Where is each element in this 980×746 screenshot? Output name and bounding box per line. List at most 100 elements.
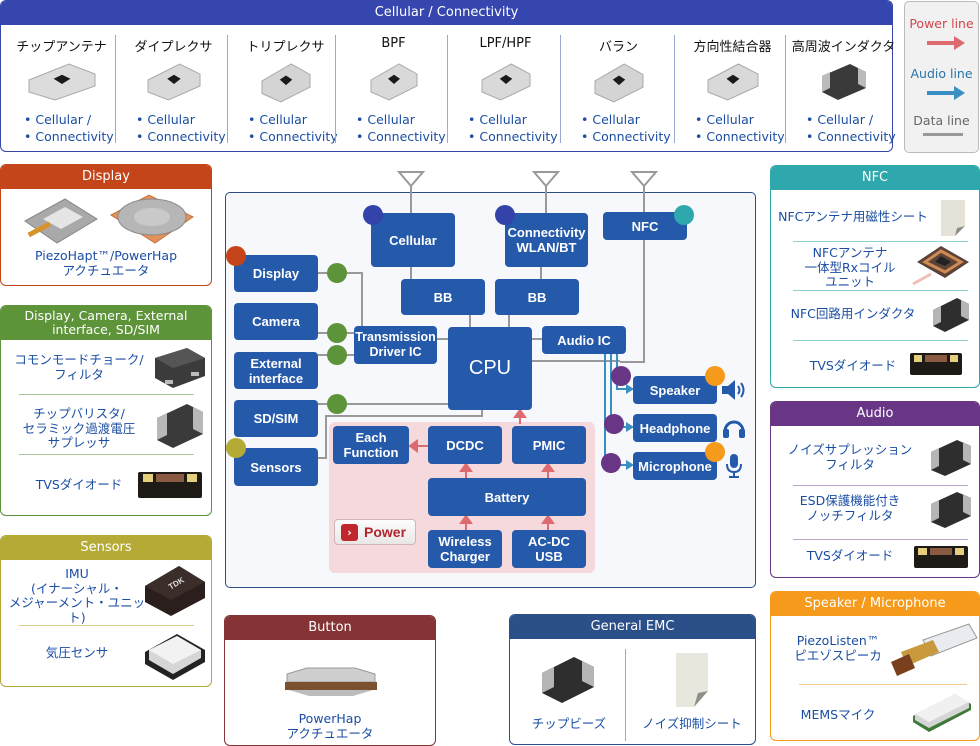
display-item-line1: PiezoHapt™/PowerHap xyxy=(34,248,178,263)
mems-microphone-image xyxy=(913,694,971,732)
audio-panel: Audio ノイズサプレッション フィルタ ESD保護機能付き ノッチフィルタ … xyxy=(770,401,980,578)
nfc-tvs-diode-link[interactable]: TVSダイオード xyxy=(809,358,897,373)
connectivity-link[interactable]: Connectivity xyxy=(136,129,225,144)
chevron-right-icon: › xyxy=(341,523,358,541)
separator xyxy=(799,684,967,685)
cpu-block[interactable]: CPU xyxy=(448,327,532,410)
cellular-link[interactable]: Cellular / xyxy=(24,112,91,127)
connectivity-link[interactable]: Connectivity xyxy=(468,129,557,144)
interface-panel: Display, Camera, External interface, SD/… xyxy=(0,305,212,516)
piezolisten-speaker-link[interactable]: PiezoListen™ ピエゾスピーカ xyxy=(775,633,901,663)
pmic-block[interactable]: PMIC xyxy=(512,426,586,464)
speaker-icon xyxy=(722,380,745,400)
nfc-magnetic-sheet-link[interactable]: NFCアンテナ用磁性シート xyxy=(778,209,928,224)
nfc-rx-coil-link[interactable]: NFCアンテナ 一体型Rxコイル ユニット xyxy=(785,245,915,290)
nfc-marker xyxy=(674,205,694,225)
esd-notch-filter-link[interactable]: ESD保護機能付き ノッチフィルタ xyxy=(775,493,925,523)
text-line: ESD保護機能付き xyxy=(799,493,901,508)
camera-block[interactable]: Camera xyxy=(234,303,318,340)
cellular-link[interactable]: Cellular / xyxy=(806,112,873,127)
block-label: Driver IC xyxy=(369,345,422,359)
common-mode-choke-link[interactable]: コモンモードチョーク/ フィルタ xyxy=(5,352,153,382)
connectivity-link[interactable]: Connectivity xyxy=(806,129,895,144)
nfc-block[interactable]: NFC xyxy=(603,212,687,240)
audio-ic-block[interactable]: Audio IC xyxy=(542,326,626,354)
block-label: AC-DC xyxy=(528,534,570,549)
chip-beads-link[interactable]: チップビーズ xyxy=(531,716,607,731)
text-line: IMU xyxy=(65,566,89,581)
cellular-link[interactable]: Cellular xyxy=(248,112,307,127)
wireless-charger-block[interactable]: Wireless Charger xyxy=(428,530,502,568)
dcdc-block[interactable]: DCDC xyxy=(428,426,502,464)
chip-varistor-link[interactable]: チップバリスタ/ セラミック過渡電圧 サプレッサ xyxy=(5,406,153,451)
connectivity-block[interactable]: Connectivity WLAN/BT xyxy=(505,213,588,267)
legend-power-label: Power line xyxy=(909,16,974,31)
cellular-block[interactable]: Cellular xyxy=(371,213,455,267)
separator xyxy=(793,340,968,341)
power-button[interactable]: › Power xyxy=(334,519,416,545)
column-separator xyxy=(227,35,228,143)
interface-panel-title: Display, Camera, External interface, SD/… xyxy=(1,306,211,340)
powerhap-button-link[interactable]: PowerHap アクチュエータ xyxy=(225,711,435,741)
audio-marker-headphone xyxy=(604,414,624,434)
headphone-block[interactable]: Headphone xyxy=(633,414,717,442)
cellular-link[interactable]: Cellular xyxy=(468,112,527,127)
cellular-link[interactable]: Cellular xyxy=(581,112,640,127)
nfc-inductor-link[interactable]: NFC回路用インダクタ xyxy=(790,306,916,321)
pressure-sensor-link[interactable]: 気圧センサ xyxy=(45,645,109,660)
connectivity-link[interactable]: Connectivity xyxy=(248,129,337,144)
powerhap-actuator-image xyxy=(110,194,194,244)
separator xyxy=(793,539,968,540)
battery-block[interactable]: Battery xyxy=(428,478,586,516)
separator xyxy=(19,625,194,626)
bb-block-connectivity[interactable]: BB xyxy=(495,279,579,315)
component-name: バラン xyxy=(598,40,638,55)
bb-block-cellular[interactable]: BB xyxy=(401,279,485,315)
cellular-link[interactable]: Cellular xyxy=(695,112,754,127)
cellular-component-column: BPFCellularConnectivity xyxy=(338,24,449,152)
cellular-component-column: 方向性結合器CellularConnectivity xyxy=(677,24,788,152)
cellular-component-column: トリプレクサCellularConnectivity xyxy=(230,24,341,152)
cellular-link[interactable]: Cellular xyxy=(356,112,415,127)
connectivity-link[interactable]: Connectivity xyxy=(695,129,784,144)
component-name: LPF/HPF xyxy=(479,36,532,51)
block-label: WLAN/BT xyxy=(516,240,577,255)
acdc-usb-block[interactable]: AC-DC USB xyxy=(512,530,586,568)
tvs-diode-link-interface[interactable]: TVSダイオード xyxy=(35,477,123,492)
sensors-panel-title: Sensors xyxy=(1,536,211,560)
audio-tvs-diode-link[interactable]: TVSダイオード xyxy=(806,548,894,563)
piezohapt-powerhap-link[interactable]: PiezoHapt™/PowerHap アクチュエータ xyxy=(1,248,211,278)
noise-suppression-sheet-link[interactable]: ノイズ抑制シート xyxy=(642,716,742,731)
text-line: フィルタ xyxy=(54,366,104,382)
block-label: Connectivity xyxy=(507,225,586,240)
chip-varistor-image xyxy=(157,404,203,448)
each-function-block[interactable]: Each Function xyxy=(333,426,409,464)
cellular-link[interactable]: Cellular xyxy=(136,112,195,127)
audio-line-arrow-icon xyxy=(927,86,965,100)
sensors-block[interactable]: Sensors xyxy=(234,448,318,486)
microphone-marker xyxy=(705,442,725,462)
pressure-sensor-image xyxy=(145,634,205,680)
noise-suppression-sheet-image xyxy=(676,653,708,707)
text-line: PiezoListen™ xyxy=(796,633,880,648)
transmission-driver-ic-block[interactable]: Transmission Driver IC xyxy=(354,326,437,364)
microphone-block[interactable]: Microphone xyxy=(633,452,717,480)
imu-link[interactable]: IMU (イナーシャル・ メジャーメント・ユニット) xyxy=(7,566,147,625)
cellular-panel-title: Cellular / Connectivity xyxy=(1,1,892,25)
cellular-component-column: チップアンテナCellular /Connectivity xyxy=(6,24,117,152)
piezohapt-actuator-image xyxy=(24,198,98,244)
speaker-block[interactable]: Speaker xyxy=(633,376,717,404)
display-block[interactable]: Display xyxy=(234,255,318,292)
connectivity-link[interactable]: Connectivity xyxy=(24,129,113,144)
display-marker xyxy=(226,246,246,266)
noise-suppression-filter-link[interactable]: ノイズサプレッション フィルタ xyxy=(775,442,925,472)
connectivity-link[interactable]: Connectivity xyxy=(581,129,670,144)
component-chip-image xyxy=(594,63,643,103)
button-panel: Button PowerHap アクチュエータ xyxy=(224,615,436,746)
sdsim-block[interactable]: SD/SIM xyxy=(234,400,318,437)
column-separator xyxy=(560,35,561,143)
connectivity-link[interactable]: Connectivity xyxy=(356,129,445,144)
component-chip-image xyxy=(28,63,95,101)
external-interface-block[interactable]: External interface xyxy=(234,352,318,389)
mems-mic-link[interactable]: MEMSマイク xyxy=(800,707,876,722)
